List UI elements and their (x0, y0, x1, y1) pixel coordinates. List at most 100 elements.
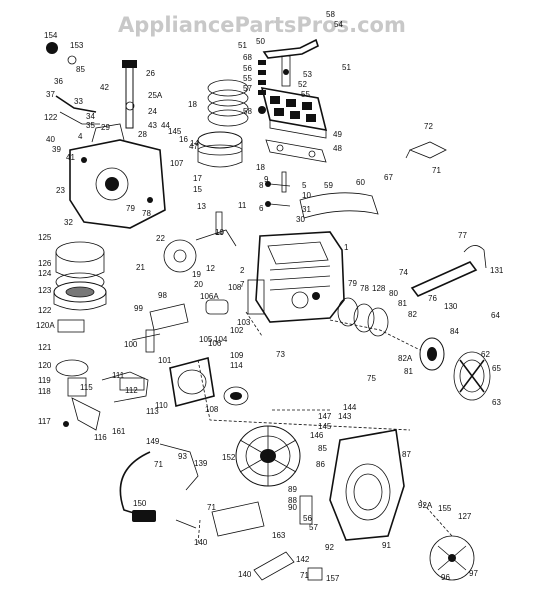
part-callout-c126: 126 (38, 259, 52, 268)
part-callout-c116: 116 (94, 433, 107, 442)
part-callout-c149: 149 (146, 437, 160, 446)
part-callout-c79b: 79 (348, 279, 357, 288)
part-callout-c73: 73 (276, 350, 285, 359)
part-callout-c157: 157 (326, 574, 340, 583)
valve-spring-stack (258, 60, 266, 114)
part-callout-c50: 50 (256, 37, 265, 46)
part-callout-c33: 33 (74, 97, 83, 106)
part-callout-c65: 65 (492, 364, 501, 373)
part-callout-c59: 59 (324, 181, 333, 190)
part-callout-c140b: 140 (238, 570, 252, 579)
part-callout-c120a: 120A (36, 321, 55, 330)
part-callout-c89: 89 (288, 485, 297, 494)
part-callout-c40: 40 (46, 135, 55, 144)
part-callout-c20: 20 (194, 280, 203, 289)
cooling-shroud-top (299, 192, 379, 219)
part-callout-c119: 119 (38, 376, 51, 385)
part-callout-c123: 123 (38, 286, 52, 295)
assembly-guide-lines (197, 311, 453, 545)
starter-pulley (429, 535, 475, 581)
part-callout-c107: 107 (170, 159, 184, 168)
part-callout-c11: 11 (238, 201, 247, 210)
part-callout-c96: 96 (441, 573, 450, 582)
part-callout-c115: 115 (80, 383, 93, 392)
part-callout-c67: 67 (384, 173, 393, 182)
oil-seal-rings (337, 297, 389, 337)
part-callout-c81: 81 (398, 299, 407, 308)
part-callout-c58b: 58 (243, 107, 252, 116)
part-callout-c35: 35 (86, 121, 95, 130)
crankcase-cover (69, 123, 166, 229)
part-callout-c86: 86 (316, 460, 325, 469)
governor-linkage (46, 42, 100, 125)
part-callout-c39: 39 (52, 145, 61, 154)
part-callout-c71: 71 (432, 166, 441, 175)
part-callout-c71b: 71 (154, 460, 163, 469)
part-callout-c76: 76 (428, 294, 437, 303)
part-callout-c150: 150 (133, 499, 147, 508)
part-callout-c54: 54 (334, 20, 343, 29)
cylinder-head-cover (260, 86, 328, 139)
part-callout-c77: 77 (458, 231, 467, 240)
part-callout-c6: 6 (259, 204, 264, 213)
intake-plates (131, 303, 189, 353)
blower-housing (329, 429, 405, 541)
part-callout-c85b: 85 (318, 444, 327, 453)
part-callout-c49: 49 (333, 130, 342, 139)
part-callout-c10b: 10 (302, 191, 311, 200)
part-callout-c64: 64 (491, 311, 500, 320)
part-callout-c97: 97 (469, 569, 478, 578)
part-callout-c108b: 108 (228, 283, 242, 292)
part-callout-c48: 48 (333, 144, 342, 153)
part-callout-c52: 52 (298, 80, 307, 89)
part-callout-c124: 124 (38, 269, 52, 278)
watermark: AppliancePartsPros.com (118, 13, 406, 37)
part-callout-c79: 79 (126, 204, 135, 213)
part-callout-c5: 5 (302, 181, 307, 190)
part-callout-c68: 68 (243, 53, 252, 62)
part-callout-c2: 2 (240, 266, 245, 275)
part-callout-c122: 122 (44, 113, 58, 122)
muffler (169, 357, 249, 407)
part-callout-c81b: 81 (404, 367, 413, 376)
part-callout-c84: 84 (450, 327, 459, 336)
part-callout-c92: 92 (325, 543, 334, 552)
part-callout-c18: 18 (256, 163, 265, 172)
governor-spring (405, 141, 447, 159)
part-callout-c13: 13 (197, 202, 206, 211)
part-callout-c128: 128 (372, 284, 386, 293)
starter-cup (419, 337, 445, 371)
part-callout-c12: 12 (206, 264, 215, 273)
part-callout-c146: 146 (310, 431, 324, 440)
part-callout-c7: 7 (240, 280, 245, 289)
part-callout-c55b: 55 (301, 90, 310, 99)
part-callout-c42: 42 (100, 83, 109, 92)
part-callout-c41: 41 (66, 153, 75, 162)
rocker-arm (262, 38, 319, 87)
part-callout-c8: 8 (259, 181, 264, 190)
part-callout-c101: 101 (158, 356, 172, 365)
part-callout-c10: 10 (215, 228, 224, 237)
part-callout-c43: 43 (148, 121, 157, 130)
air-cleaner (53, 241, 107, 311)
part-callout-c34: 34 (86, 112, 95, 121)
part-callout-c112: 112 (125, 386, 138, 395)
part-callout-c23: 23 (56, 186, 65, 195)
part-callout-c114: 114 (230, 361, 243, 370)
part-callout-c85: 85 (76, 65, 85, 74)
part-callout-c142: 142 (296, 555, 310, 564)
part-callout-c32: 32 (64, 218, 73, 227)
part-callout-c53: 53 (303, 70, 312, 79)
part-callout-c113: 113 (146, 407, 159, 416)
part-callout-c47: 47 (189, 142, 198, 151)
piston (197, 131, 243, 168)
part-callout-c56: 56 (243, 64, 252, 73)
part-callout-c82a: 82A (398, 354, 413, 363)
part-callout-c139: 139 (194, 459, 208, 468)
part-callout-c28: 28 (138, 130, 147, 139)
part-callout-c90: 90 (288, 503, 297, 512)
part-callout-c71c: 71 (207, 503, 216, 512)
part-callout-c100: 100 (124, 340, 138, 349)
part-callout-c130: 130 (444, 302, 458, 311)
